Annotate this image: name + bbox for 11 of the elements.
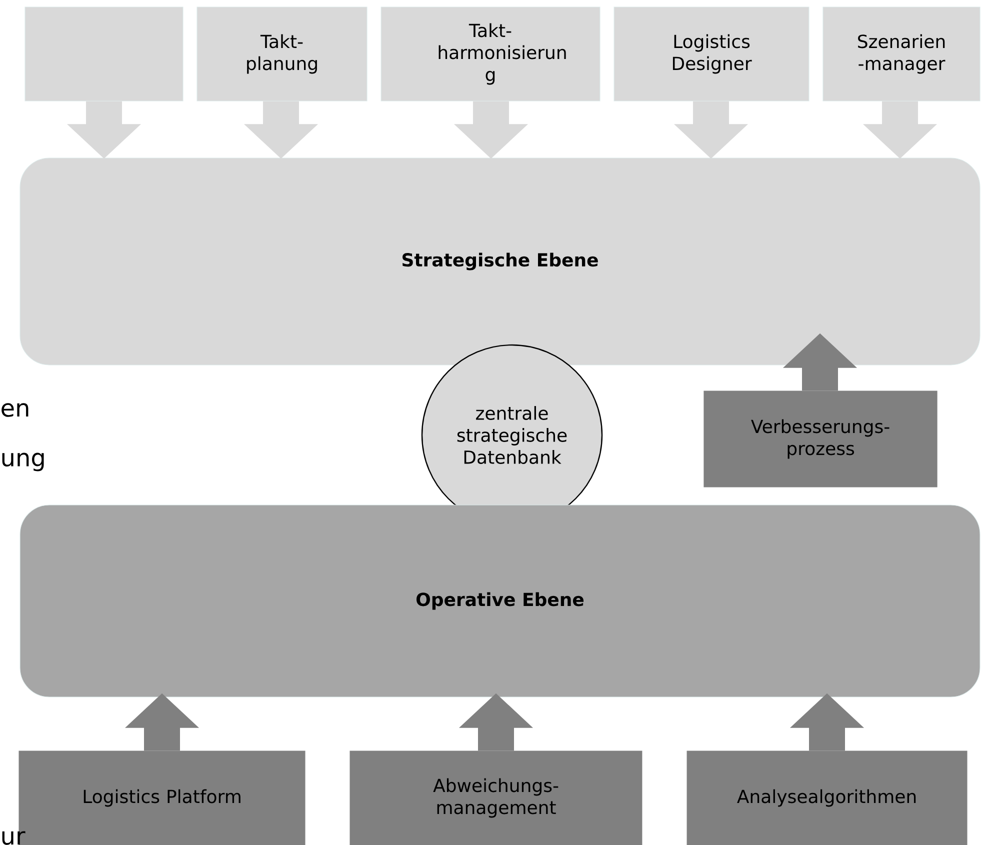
- level-band: Operative Ebene: [20, 504, 980, 698]
- tool-box: Takt- harmonisierun g: [380, 6, 600, 102]
- process-box: Analysealgorithmen: [686, 750, 968, 845]
- tool-box: Szenarien -manager: [822, 6, 980, 102]
- empty-box: [24, 6, 184, 102]
- process-box: Verbesserungs- prozess: [704, 390, 938, 488]
- text-fragment: ung: [2, 452, 44, 472]
- tool-box: Logistics Designer: [614, 6, 810, 102]
- text-fragment: en: [2, 403, 28, 417]
- process-box: Abweichungs- management: [350, 750, 642, 845]
- tool-box: Takt- planung: [196, 6, 368, 102]
